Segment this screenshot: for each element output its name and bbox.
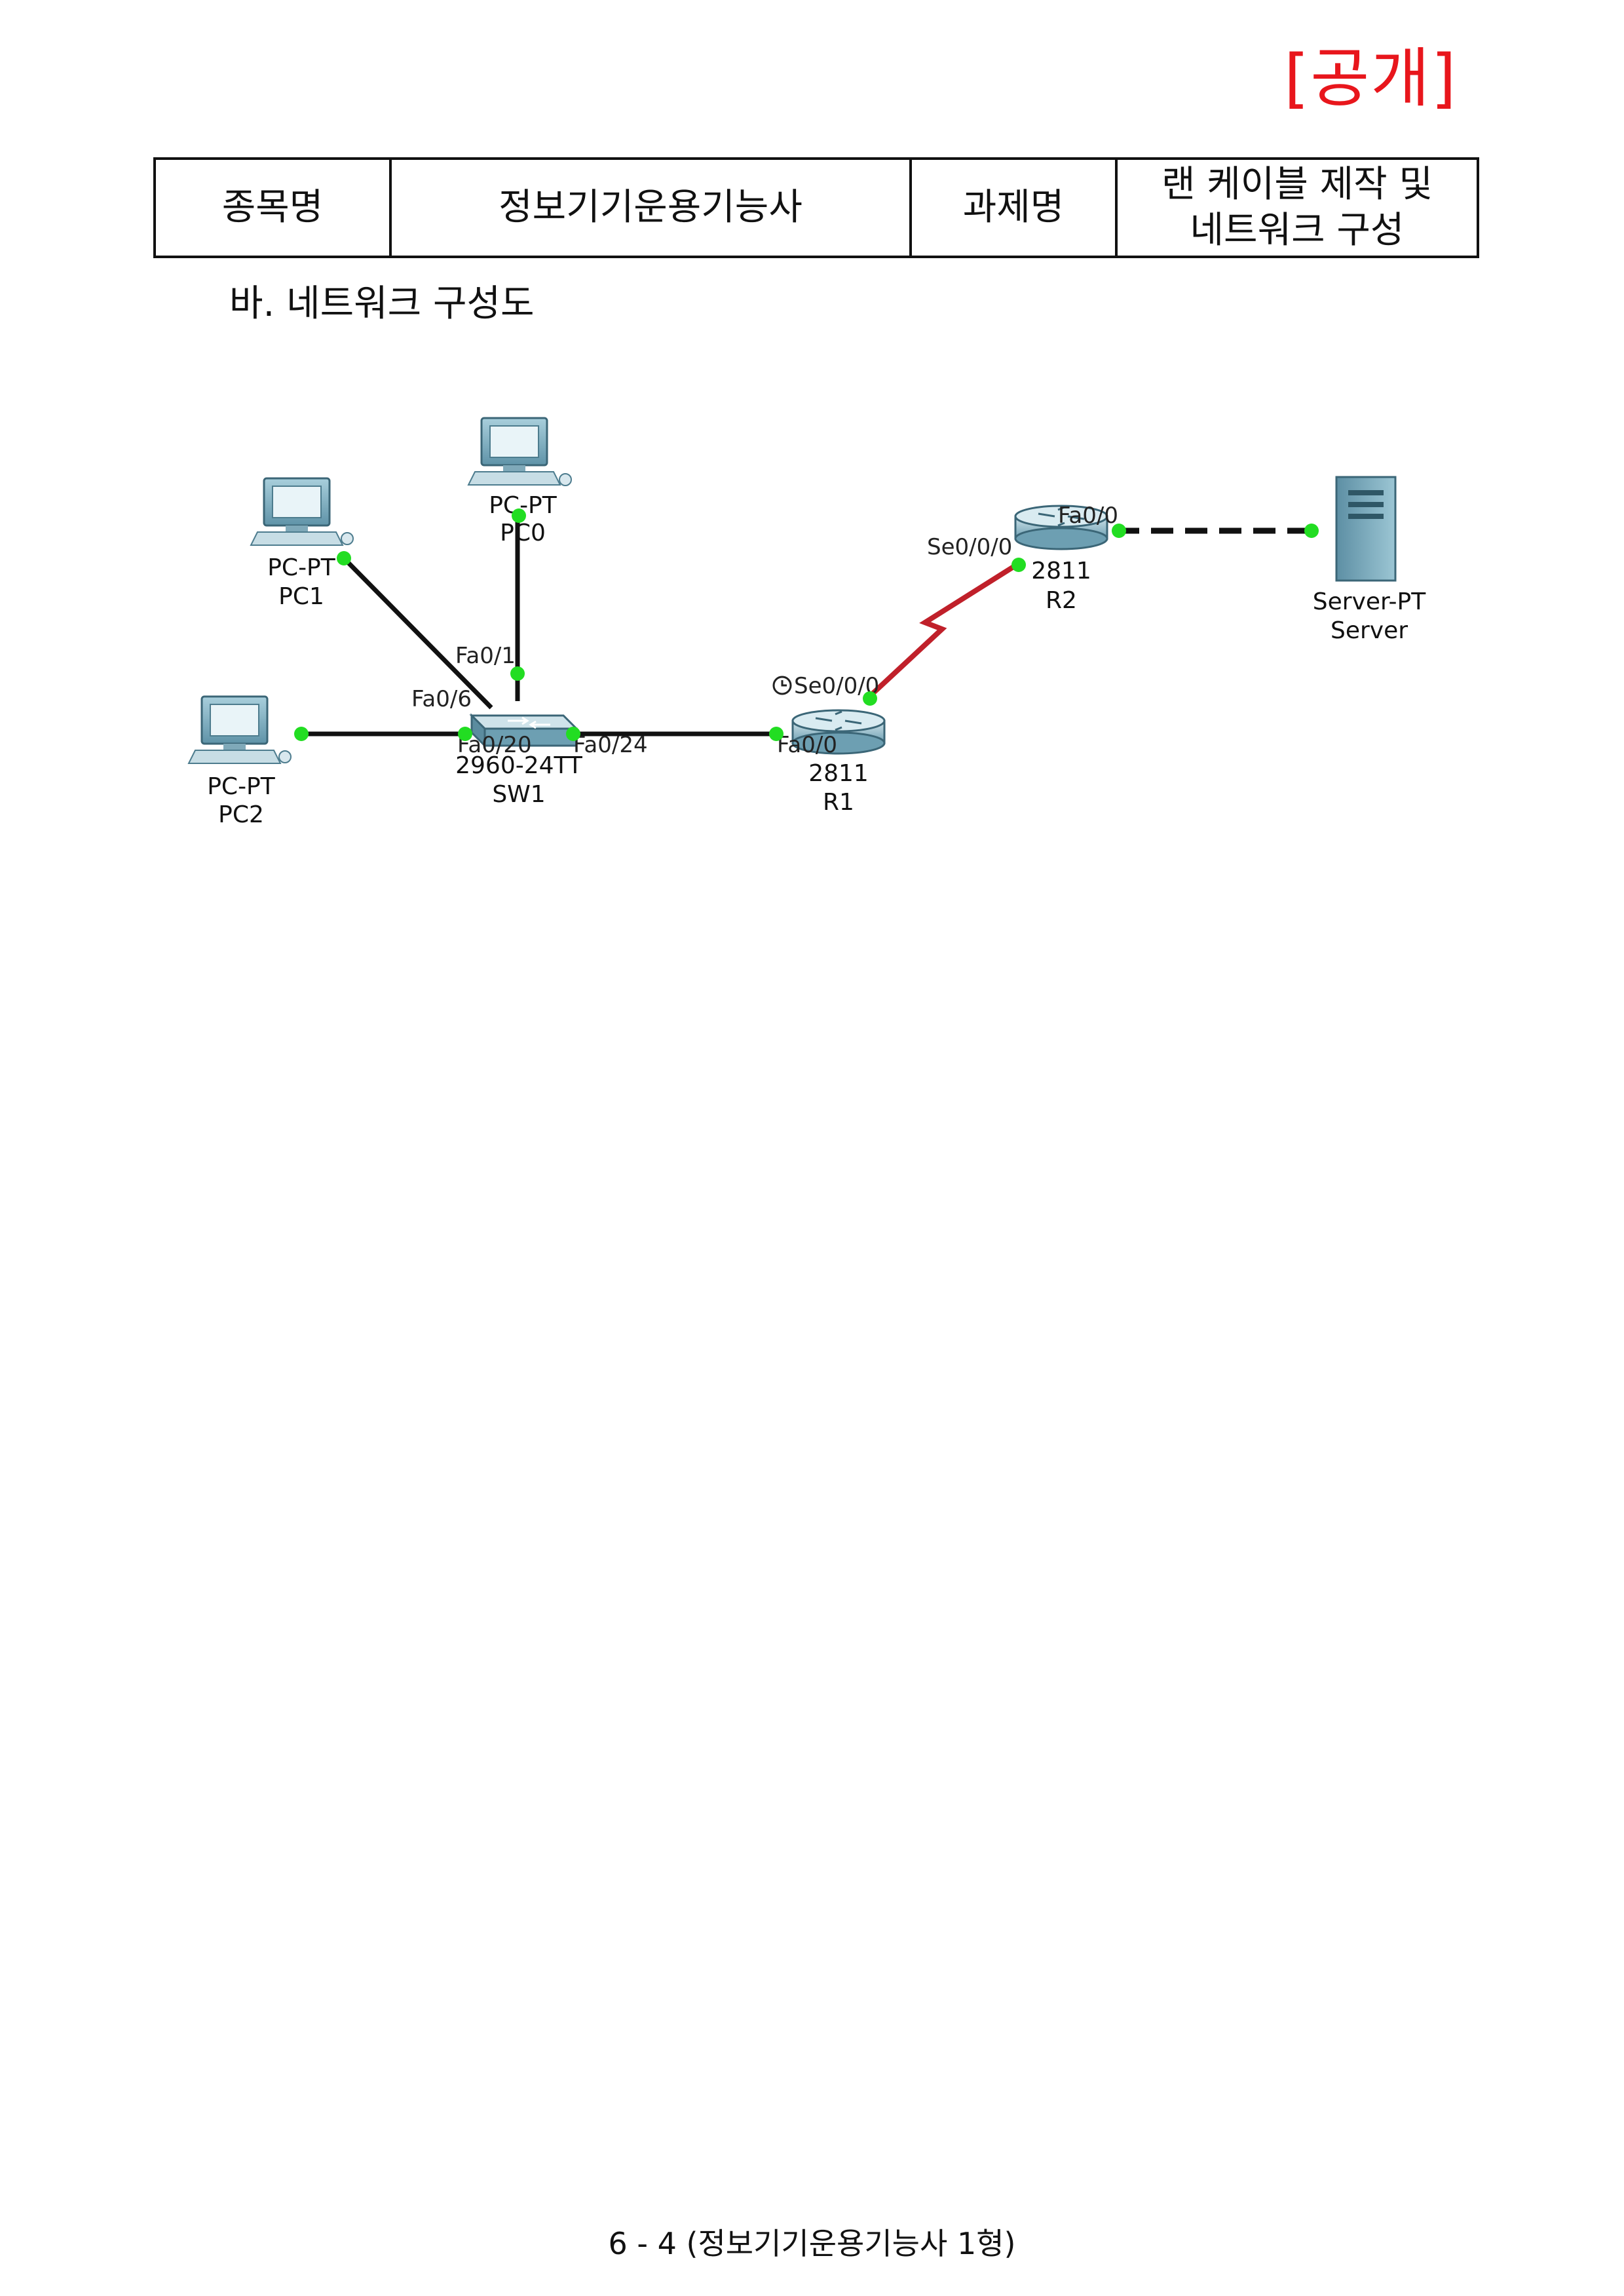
port-dot: [566, 727, 580, 741]
section-title: 바. 네트워크 구성도: [229, 282, 535, 325]
port-dot: [769, 727, 784, 741]
public-stamp: [공개]: [1284, 41, 1458, 116]
port-label-r2-fa00: Fa0/0: [1058, 503, 1118, 529]
link-r1-r2-serial: [866, 561, 1021, 700]
header-table: 종목명 정보기기운용기능사 과제명 랜 케이블 제작 및 네트워크 구성: [153, 157, 1479, 258]
port-label-sw-fa01: Fa0/1: [455, 643, 516, 669]
pc2-type: PC-PT: [207, 773, 276, 800]
item-value: 정보기기운용기능사: [389, 157, 912, 258]
sw1-type: 2960-24TT: [455, 752, 583, 779]
task-value: 랜 케이블 제작 및 네트워크 구성: [1115, 157, 1479, 258]
pc-icon: [467, 417, 572, 486]
sw1-name: SW1: [492, 781, 545, 808]
pc1-device[interactable]: PC-PT PC1: [250, 477, 354, 610]
port-label-r2-se000: Se0/0/0: [927, 534, 1012, 560]
port-dot: [1112, 524, 1126, 538]
r2-type: 2811: [1031, 558, 1091, 584]
port-label-sw-fa06: Fa0/6: [411, 686, 472, 712]
server-icon: [1335, 476, 1397, 582]
r1-device[interactable]: 2811 R1: [791, 709, 886, 816]
switch-icon: [469, 713, 579, 748]
port-dot: [337, 551, 351, 565]
port-label-r1-fa00: Fa0/0: [777, 732, 837, 758]
sw1-device[interactable]: 2960-24TT SW1: [455, 713, 583, 808]
server-device[interactable]: Server-PT Server: [1313, 476, 1426, 644]
task-label: 과제명: [909, 157, 1118, 258]
link-pc1-sw1: [342, 556, 493, 710]
r1-type: 2811: [808, 760, 869, 787]
task-value-line1: 랜 케이블 제작 및: [1161, 163, 1433, 206]
pc-icon: [187, 695, 292, 764]
pc-icon: [250, 477, 354, 546]
clock-icon: [772, 676, 792, 695]
pc1-type: PC-PT: [267, 554, 336, 581]
router-icon: [791, 709, 886, 755]
port-label-sw-fa024: Fa0/24: [573, 732, 648, 758]
router-icon: [1014, 505, 1108, 550]
r2-device[interactable]: 2811 R2: [1014, 505, 1108, 614]
pc2-name: PC2: [218, 801, 264, 828]
links: [301, 514, 1317, 737]
server-type: Server-PT: [1313, 588, 1426, 615]
pc0-name: PC0: [500, 520, 546, 546]
port-dot: [510, 666, 525, 681]
port-dot: [863, 691, 877, 706]
port-dot: [458, 727, 472, 741]
port-indicators: [294, 508, 1319, 741]
item-label: 종목명: [153, 157, 392, 258]
port-dot: [1304, 524, 1319, 538]
port-dot: [512, 508, 526, 523]
page-footer: 6 - 4 (정보기기운용기능사 1형): [608, 2226, 1016, 2261]
r1-name: R1: [823, 789, 854, 816]
pc1-name: PC1: [278, 583, 324, 610]
server-name: Server: [1331, 617, 1408, 644]
task-value-line2: 네트워크 구성: [1190, 209, 1405, 252]
pc2-device[interactable]: PC-PT PC2: [187, 695, 292, 828]
port-dot: [294, 727, 309, 741]
network-diagram: PC-PT PC0 PC-PT PC1 PC-PT PC2: [187, 417, 1426, 828]
port-dot: [1011, 558, 1026, 572]
r2-name: R2: [1046, 587, 1077, 614]
pc0-device[interactable]: PC-PT PC0: [467, 417, 572, 546]
